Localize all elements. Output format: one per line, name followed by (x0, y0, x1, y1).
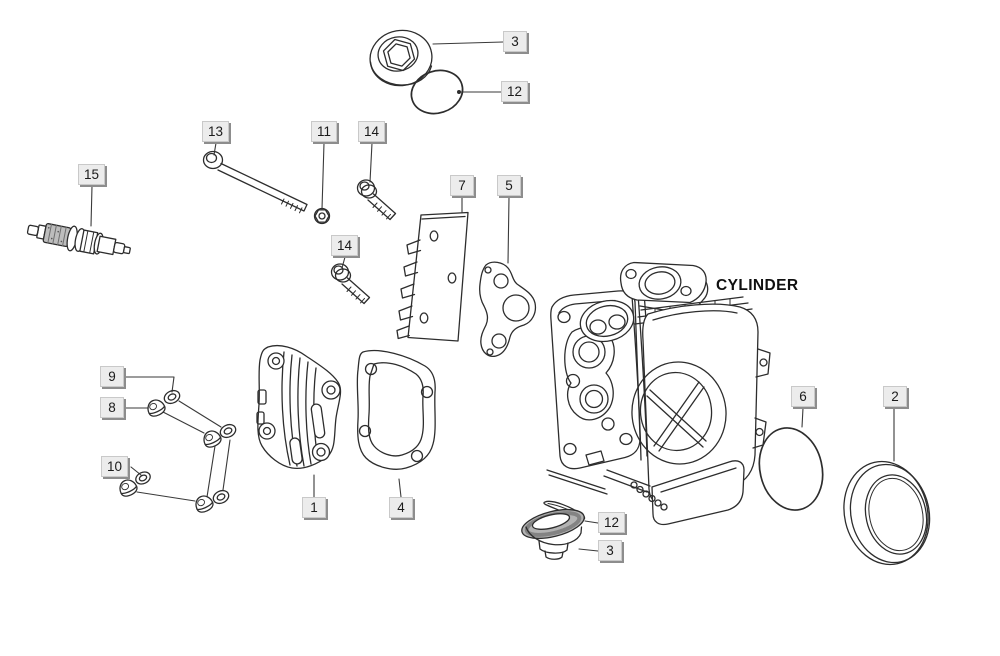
callout-12-oring-top[interactable]: 12 (501, 81, 529, 102)
callout-15-spark-plug[interactable]: 15 (78, 164, 106, 185)
part-oring-large (758, 427, 824, 511)
part-tappet-cap-bottom (521, 508, 585, 560)
part-head-gasket (356, 349, 436, 470)
part-flange-bolt-b (330, 263, 371, 305)
part-finned-plate (396, 211, 469, 342)
callout-9-washers[interactable]: 9 (100, 366, 124, 387)
callout-10-washer-nut[interactable]: 10 (101, 456, 129, 477)
callout-3-cap-bottom[interactable]: 3 (598, 540, 622, 561)
callout-2-cover[interactable]: 2 (883, 386, 907, 407)
part-small-nut (313, 207, 331, 225)
part-port-gasket (478, 261, 537, 358)
part-valve-cap-top (369, 29, 433, 87)
part-head-cover (256, 344, 342, 470)
callout-4-head-gasket[interactable]: 4 (389, 497, 413, 518)
callout-8-nuts[interactable]: 8 (100, 397, 124, 418)
part-washers-and-nuts (119, 389, 237, 513)
part-round-cover (843, 460, 931, 566)
part-spark-plug (26, 223, 131, 256)
callout-13-bolt[interactable]: 13 (202, 121, 230, 142)
callout-5-gasket[interactable]: 5 (497, 175, 521, 196)
part-oring-top (410, 69, 464, 115)
callout-7-plate[interactable]: 7 (450, 175, 474, 196)
callout-11-nut[interactable]: 11 (311, 121, 338, 142)
callout-14-bolt-a[interactable]: 14 (358, 121, 386, 142)
callout-1-head-cover[interactable]: 1 (302, 497, 326, 518)
cylinder-annotation: CYLINDER (716, 277, 799, 294)
part-cylinder-head (546, 261, 771, 526)
callout-6-oring[interactable]: 6 (791, 386, 815, 407)
callout-12-seal-bottom[interactable]: 12 (598, 512, 626, 533)
part-flange-bolt-a (356, 179, 397, 221)
part-long-bolt (202, 150, 308, 214)
callout-14-bolt-b[interactable]: 14 (331, 235, 359, 256)
callout-3-cap-top[interactable]: 3 (503, 31, 527, 52)
leader-lines (90, 41, 895, 552)
